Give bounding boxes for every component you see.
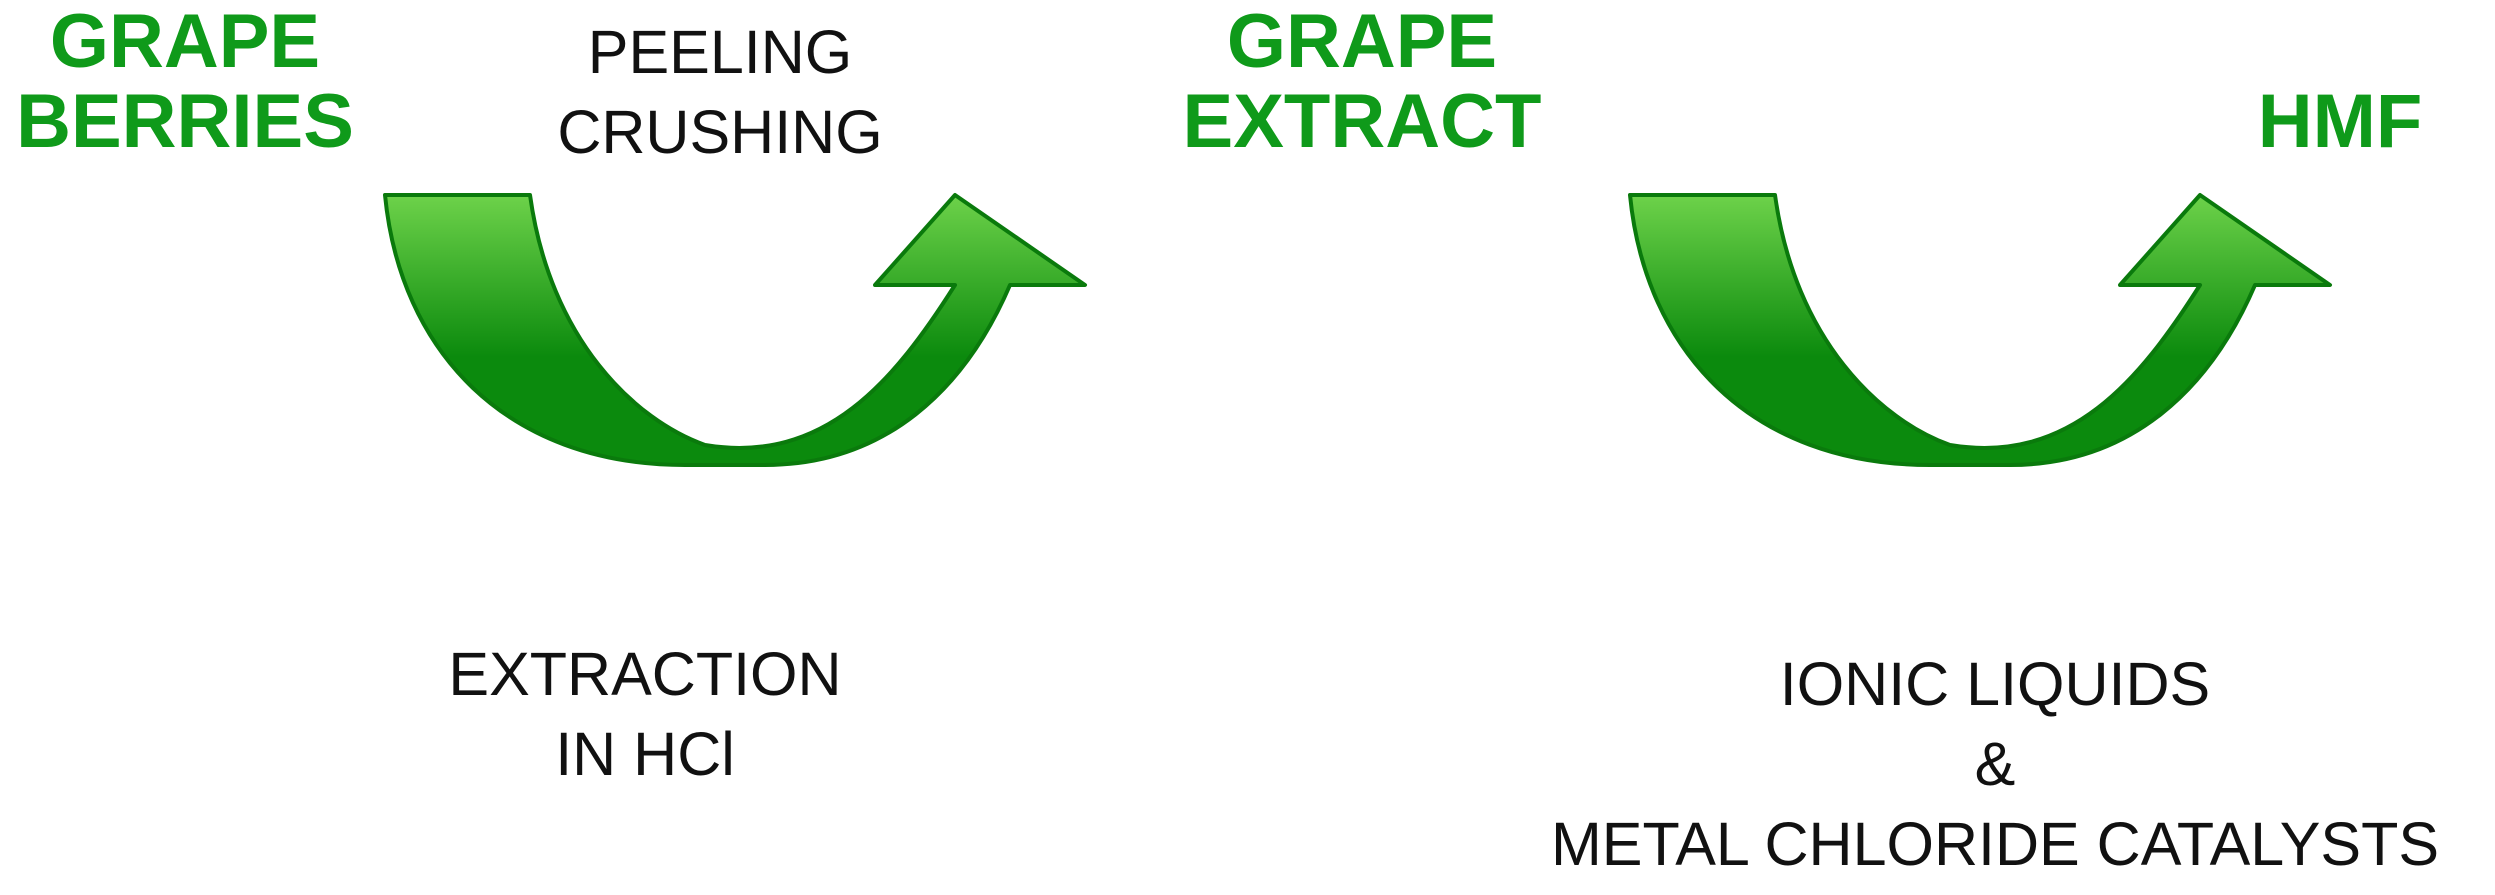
stage-grape-berries: GRAPE BERRIES [10,2,360,162]
step-peeling-line-2: CRUSHING [557,98,883,166]
curved-u-arrow-icon [383,193,1087,467]
stage-grape-extract-line-2: EXTRACT [1182,79,1542,164]
stage-grape-berries-line-2: BERRIES [16,79,354,164]
stage-grape-extract-line-1: GRAPE [1226,0,1498,84]
step-extraction-line-1: EXTRACTION [448,640,842,708]
step-extraction-line-2: IN HCl [555,720,735,788]
stage-hmf: HMF [2240,82,2440,162]
step-conversion-line-3: METAL CHLORIDE CATALYSTS [1550,810,2440,878]
step-conversion-line-2: & [1974,730,2016,798]
step-peeling-line-1: PEELING [587,18,853,86]
step-peeling-crushing: PEELING CRUSHING [520,12,920,172]
stage-grape-berries-line-1: GRAPE [49,0,321,84]
stage-hmf-line-1: HMF [2257,79,2423,164]
curved-arrow-extract-to-hmf [1628,193,2332,467]
stage-grape-extract: GRAPE EXTRACT [1172,2,1552,162]
step-conversion-line-1: IONIC LIQUIDS [1779,650,2211,718]
step-ionic-liquids-catalysts: IONIC LIQUIDS & METAL CHLORIDE CATALYSTS [1500,644,2490,884]
curved-u-arrow-icon [1628,193,2332,467]
step-extraction-hcl: EXTRACTION IN HCl [420,634,870,794]
curved-arrow-berries-to-extract [383,193,1087,467]
